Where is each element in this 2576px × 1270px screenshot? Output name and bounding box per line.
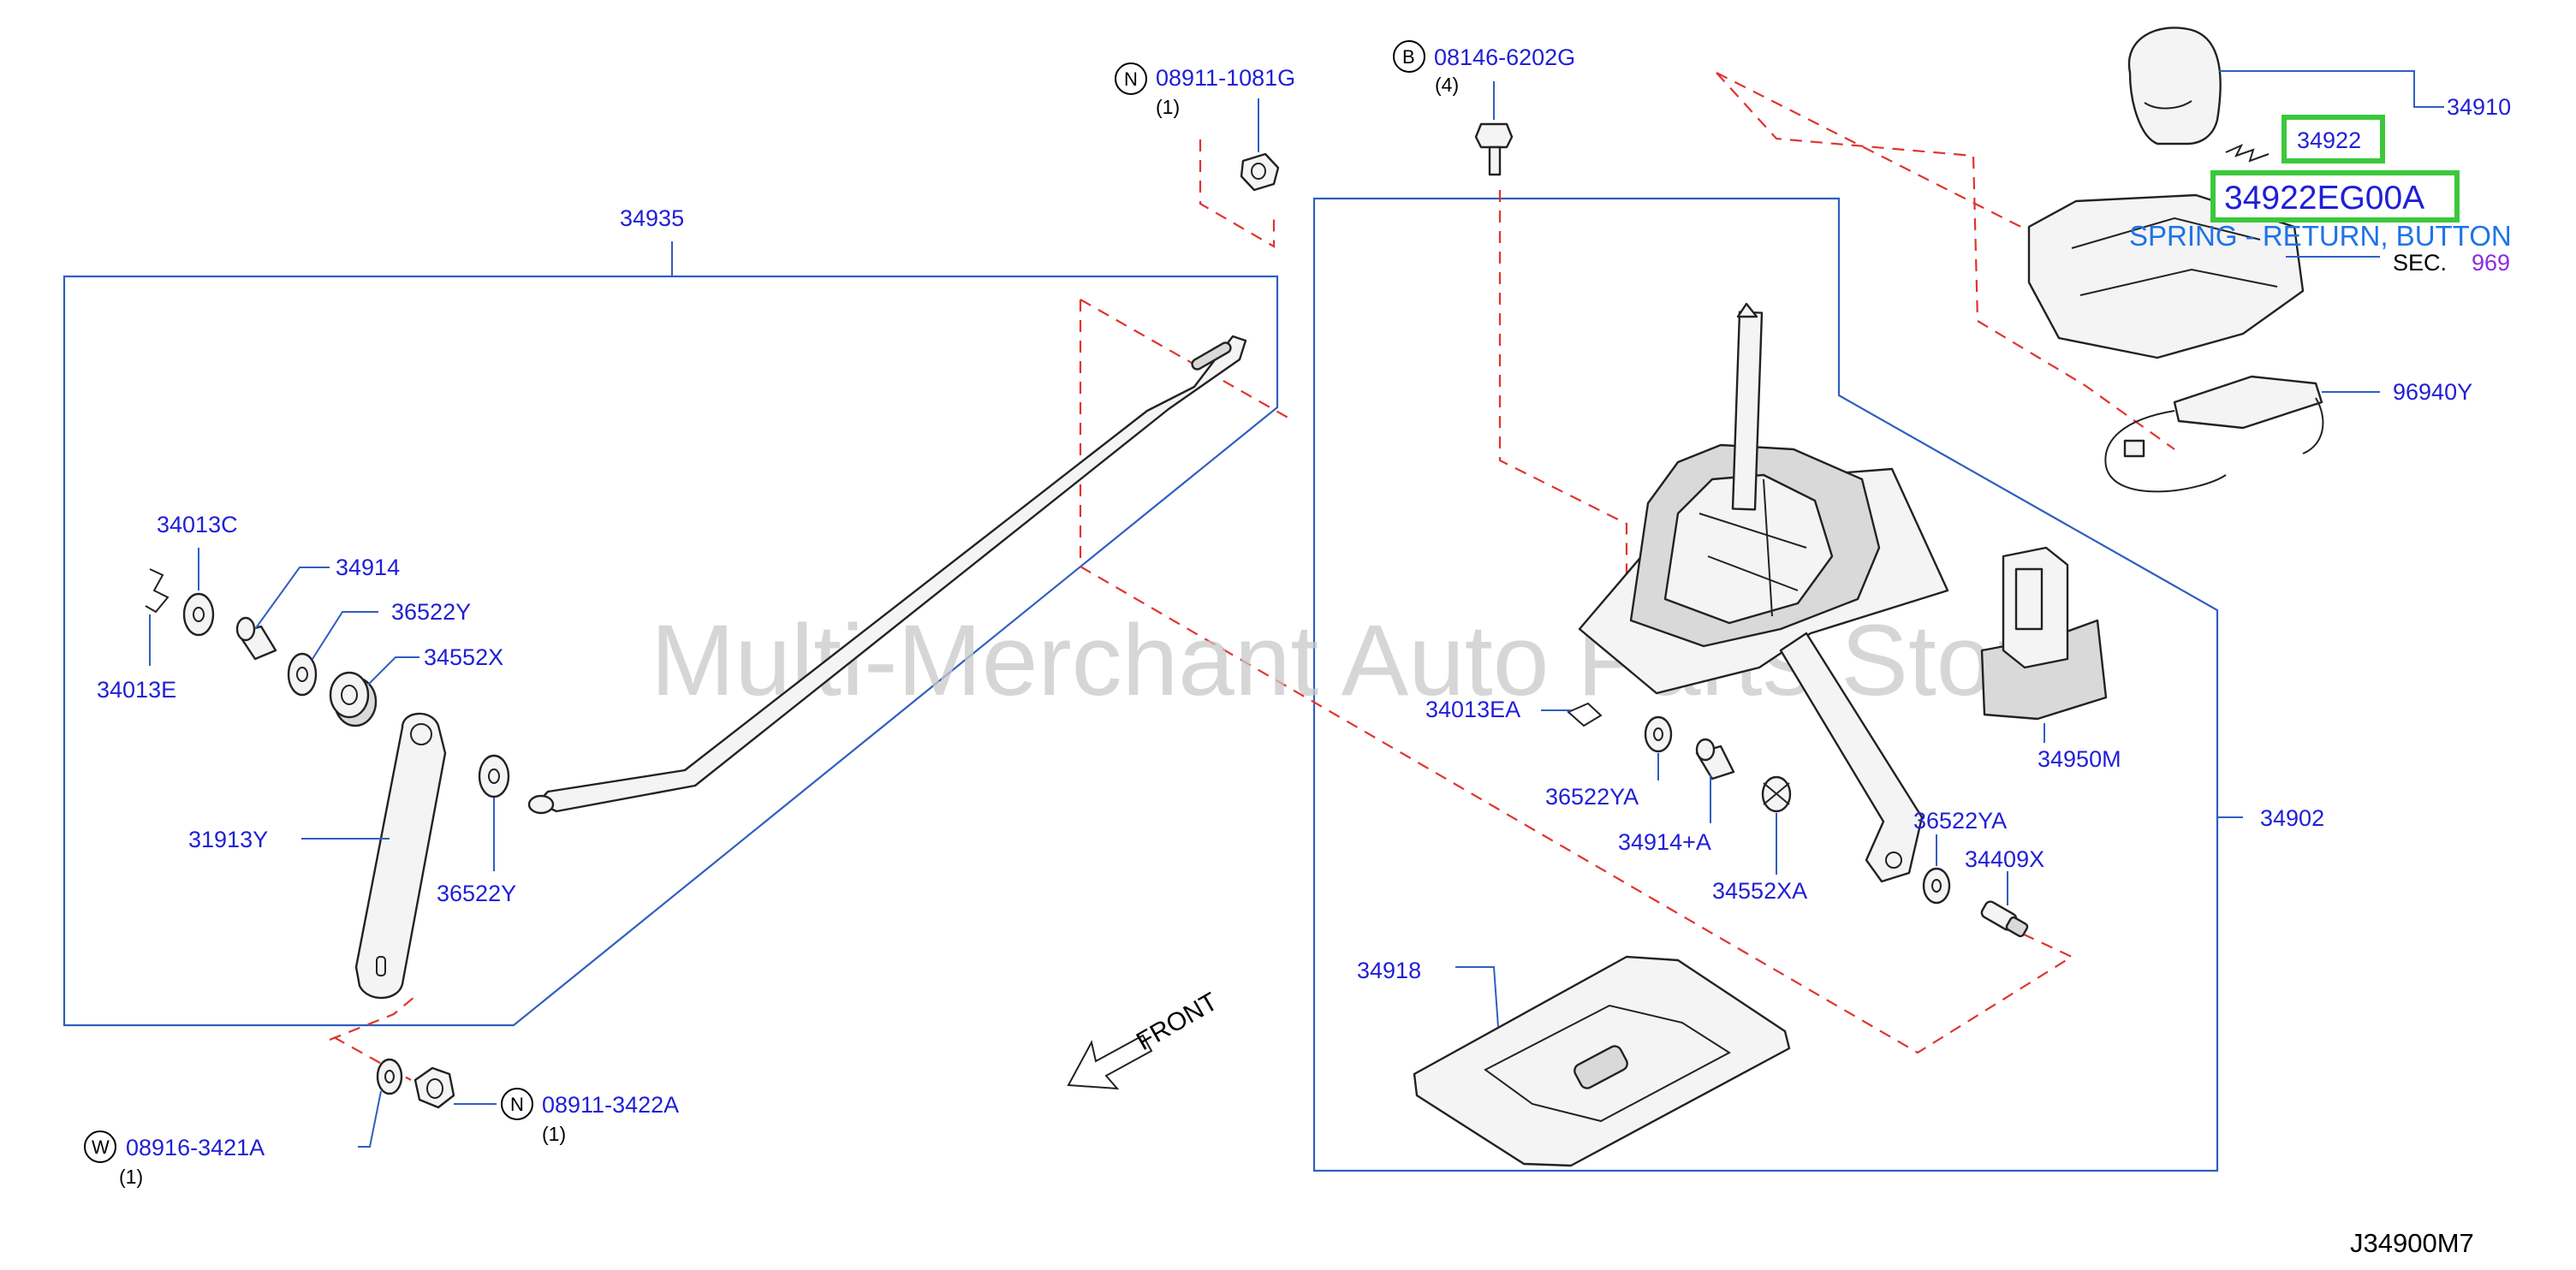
- return-spring-34922-part: [2225, 143, 2270, 163]
- finisher-plate-34918-part: [1413, 955, 1791, 1167]
- diagram-code: J34900M7: [2350, 1228, 2474, 1258]
- highlight-box-34922[interactable]: [2282, 115, 2385, 163]
- washer-36522Y-upper-part: [287, 652, 318, 697]
- svg-text:B: B: [1402, 46, 1415, 68]
- pin-34409X-part: [1980, 900, 2029, 938]
- illumination-harness-96940Y-part: [2104, 375, 2324, 493]
- svg-text:08911-3422A: 08911-3422A: [542, 1092, 679, 1118]
- fastener-n2: N 08911-3422A (1): [501, 1088, 679, 1145]
- label-36522Y-lower: 36522Y: [437, 881, 516, 906]
- svg-text:(1): (1): [1156, 96, 1180, 118]
- highlight-description: SPRING - RETURN, BUTTON: [2129, 220, 2512, 252]
- label-34914: 34914: [336, 555, 400, 580]
- front-arrow-icon: [1067, 1034, 1153, 1090]
- shift-knob-34910-part: [2127, 27, 2222, 145]
- washer-36522Y-lower-part: [478, 754, 510, 798]
- svg-text:W: W: [92, 1136, 110, 1158]
- label-34013E: 34013E: [97, 677, 176, 703]
- label-36522YA-upper: 36522YA: [1545, 784, 1639, 810]
- washer-34013C-part: [182, 592, 215, 637]
- svg-text:N: N: [510, 1094, 524, 1115]
- guide-line-rod-end: [1080, 299, 1292, 420]
- bushing-34914-part: [235, 616, 277, 661]
- clip-34013EA-part: [1567, 702, 1603, 727]
- washer-36522YA-lower-part: [1922, 867, 1951, 905]
- nut-08911-1081G-part: [1240, 152, 1280, 192]
- bolt-08146-6202G-part: [1474, 122, 1514, 176]
- label-34902: 34902: [2260, 805, 2324, 831]
- label-34013EA: 34013EA: [1425, 697, 1520, 722]
- highlight-box-part-number[interactable]: [2210, 170, 2460, 223]
- fastener-n1: N 08911-1081G (1): [1115, 62, 1295, 118]
- label-34914A: 34914+A: [1618, 829, 1711, 855]
- label-34013C: 34013C: [157, 512, 238, 537]
- clip-34013E-part: [145, 568, 170, 614]
- highlight-part-number[interactable]: 34922EG00A: [2224, 180, 2424, 217]
- fastener-b1: B 08146-6202G (4): [1393, 40, 1575, 96]
- label-31913Y: 31913Y: [188, 827, 268, 852]
- label-34922[interactable]: 34922: [2297, 128, 2361, 153]
- leader-08916-3421A: [358, 1090, 382, 1148]
- grommet-34552X-part: [329, 671, 378, 727]
- svg-text:(1): (1): [542, 1123, 566, 1145]
- svg-text:08911-1081G: 08911-1081G: [1156, 65, 1295, 91]
- guide-line-nut-top: [1199, 139, 1276, 248]
- indicator-finisher-part: [2027, 193, 2305, 359]
- svg-text:08916-3421A: 08916-3421A: [126, 1135, 265, 1160]
- guide-line-bolt: [1498, 190, 1628, 599]
- label-34552X: 34552X: [424, 644, 503, 670]
- sec-number[interactable]: 969: [2472, 250, 2510, 276]
- leader-34910: [2219, 70, 2444, 108]
- label-34552XA: 34552XA: [1712, 878, 1807, 904]
- label-36522Y-upper: 36522Y: [391, 599, 471, 625]
- fastener-w1: W 08916-3421A (1): [84, 1131, 265, 1188]
- svg-text:(1): (1): [119, 1166, 143, 1188]
- label-34935: 34935: [620, 205, 684, 231]
- label-96940Y: 96940Y: [2393, 379, 2472, 405]
- shifter-base-part: [1578, 302, 1949, 883]
- svg-text:N: N: [1124, 68, 1138, 90]
- label-34910: 34910: [2447, 94, 2511, 120]
- leader-34914: [254, 567, 330, 630]
- leader-34918: [1455, 966, 1499, 1028]
- solenoid-34950M-part: [1980, 546, 2108, 721]
- bushing-34914A-part: [1695, 738, 1735, 780]
- watermark: Multi-Merchant Auto Parts Store: [651, 604, 2082, 717]
- front-label: FRONT: [1132, 988, 1223, 1056]
- guide-line-rod-left: [1079, 300, 2074, 1054]
- control-rod-part: [527, 335, 1247, 815]
- leader-34552X: [367, 656, 419, 685]
- svg-text:(4): (4): [1435, 74, 1459, 96]
- shift-lever-link-part: [354, 712, 447, 1000]
- washer-08916-3421A-part: [376, 1058, 403, 1095]
- shifter-assembly-frame: [1312, 197, 2219, 1172]
- control-rod-group-frame: [62, 275, 1279, 1027]
- nut-08911-3422A-part: [413, 1066, 455, 1109]
- grommet-34552XA-part: [1761, 775, 1792, 813]
- label-34409X: 34409X: [1965, 846, 2044, 872]
- svg-text:08146-6202G: 08146-6202G: [1434, 45, 1575, 70]
- sec-label: SEC.: [2393, 250, 2447, 276]
- leader-36522Y-upper: [312, 611, 378, 660]
- washer-36522YA-upper-part: [1644, 715, 1673, 753]
- label-34950M: 34950M: [2038, 746, 2121, 772]
- label-34918: 34918: [1357, 958, 1421, 983]
- label-36522YA-lower: 36522YA: [1913, 808, 2007, 834]
- guide-line-lever-bottom: [329, 992, 420, 1042]
